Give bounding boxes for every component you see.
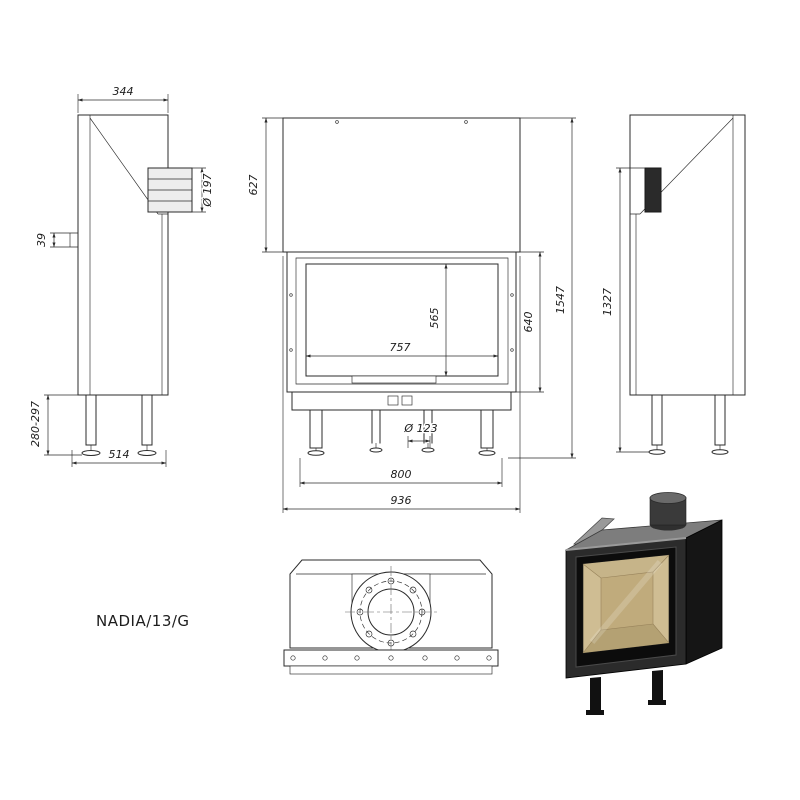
front-foot-disc [478, 450, 496, 456]
top-view [283, 559, 499, 675]
left-body-outline [77, 114, 169, 396]
door-rail-dot [510, 348, 514, 352]
flange-bolt-hole [409, 586, 417, 594]
front-foot-disc [307, 450, 325, 456]
render-foot-left [586, 710, 604, 715]
dim-123-collar-edges [407, 436, 431, 448]
trim-screw [486, 655, 492, 661]
render-leg-left [590, 677, 601, 711]
dim-39-text: 39 [35, 233, 48, 247]
render-foot-right [648, 700, 666, 705]
right-feet-stubs [656, 445, 721, 451]
dim-197-text: Ø 197 [201, 173, 214, 207]
dim-344-extension-lines [77, 94, 169, 113]
door-outline [286, 251, 517, 393]
firebox-ceiling [583, 555, 669, 578]
side-view-right: 1327 [600, 114, 746, 455]
front-trim-strip [283, 649, 499, 667]
door-rail-dot [289, 348, 293, 352]
right-body-outline [629, 114, 746, 396]
dim-39-extension-lines [50, 232, 70, 248]
dim-514-text: 514 [109, 448, 130, 461]
door-rail-dot [510, 293, 514, 297]
dim-627-text: 627 [247, 175, 260, 196]
right-legs [651, 394, 726, 446]
right-foot-disc [711, 449, 729, 455]
firebox-corner-edges [582, 554, 670, 654]
base-box [291, 391, 512, 411]
door-rail-dot [289, 293, 293, 297]
dim-1327-text: 1327 [601, 288, 614, 316]
front-legs [309, 409, 494, 449]
front-foot-disc [369, 447, 383, 453]
trim-screw [322, 655, 328, 661]
left-body-inner-lines [89, 115, 168, 395]
glass-outline [305, 263, 499, 377]
trim-screw [454, 655, 460, 661]
right-body-inner-lines [630, 115, 734, 395]
flange-bolt-hole [365, 586, 373, 594]
render-leg-right [652, 670, 663, 701]
trim-screw [290, 655, 296, 661]
flue-collar-hatch [148, 178, 192, 202]
body-right-face [685, 519, 723, 665]
right-foot-disc [648, 449, 666, 455]
dim-640-text: 640 [522, 312, 535, 333]
perspective-render [565, 492, 723, 715]
flange-bolt-hole [365, 630, 373, 638]
model-label: NADIA/13/G [96, 612, 190, 630]
trim-screw [388, 655, 394, 661]
glass-reflection [589, 560, 663, 644]
top-front-edge-highlight [565, 537, 687, 551]
trim-screw [422, 655, 428, 661]
left-legs [85, 394, 153, 446]
dim-627-extension-lines [262, 117, 285, 253]
left-foot-disc [137, 450, 157, 456]
door-handle [351, 375, 437, 384]
side-view-left: 344 Ø 197 39 280-297 514 [28, 84, 215, 467]
dim-800-text: 800 [391, 468, 412, 481]
flange-bolt-hole [387, 577, 395, 585]
front-lip [289, 665, 493, 675]
ashpan-latch [401, 395, 413, 406]
dim-123-text: Ø 123 [403, 422, 437, 435]
casing-screw [335, 120, 339, 124]
dim-936-text: 936 [391, 494, 412, 507]
dim-936-extension-lines [282, 256, 521, 513]
dim-344-text: 344 [113, 85, 134, 98]
front-feet-stubs [315, 443, 488, 451]
flange-bolt-hole [356, 608, 364, 616]
firebox-floor [583, 624, 669, 653]
dim-197-extension-lines [192, 167, 206, 213]
front-casing-outline [282, 117, 521, 253]
dim-1547-text: 1547 [554, 286, 567, 314]
left-foot-disc [81, 450, 101, 456]
dim-280-297-extension-lines [44, 394, 82, 456]
door-frame [295, 257, 509, 385]
flue-spigot-top [649, 492, 687, 504]
front-foot-disc [421, 447, 435, 453]
rear-step [69, 232, 78, 248]
dim-757-text: 757 [390, 341, 411, 354]
casing-screw [464, 120, 468, 124]
front-view: 627 565 757 640 1547 [246, 117, 576, 513]
trim-screw [354, 655, 360, 661]
top-view-outline [289, 559, 493, 649]
flange-centerlines [345, 566, 437, 658]
ashpan-latch [387, 395, 399, 406]
dim-565-text: 565 [428, 308, 441, 329]
dim-280-297-text: 280-297 [29, 401, 42, 447]
flange-bolt-hole [409, 630, 417, 638]
dim-1547-extension-lines [508, 117, 576, 459]
flue-collar-right [644, 167, 662, 213]
